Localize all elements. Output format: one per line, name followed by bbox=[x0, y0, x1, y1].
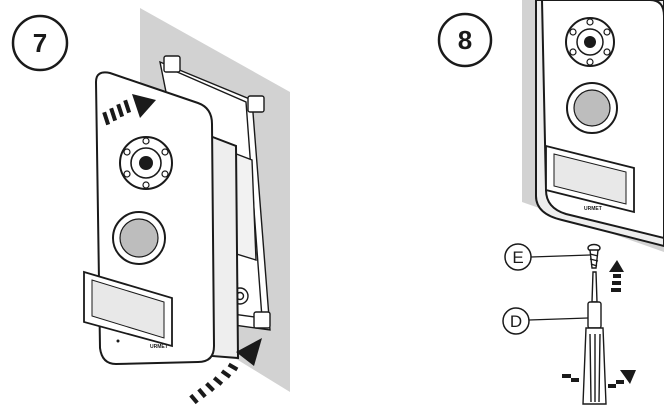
callout-d-label: D bbox=[510, 312, 522, 331]
entry-panel-closeup: URMET bbox=[535, 0, 664, 248]
entry-panel-front: URMET bbox=[83, 71, 240, 366]
step-7-panel: 7 bbox=[11, 8, 290, 405]
hook-arrow-icon bbox=[102, 94, 156, 126]
step-8-panel: 8 URMET bbox=[437, 0, 664, 405]
rotate-arrow-icon bbox=[189, 338, 262, 405]
step-8-number: 8 bbox=[458, 25, 472, 55]
screwdriver-icon bbox=[582, 271, 607, 405]
step-8-badge: 8 bbox=[437, 12, 493, 68]
callout-d: D bbox=[502, 307, 589, 335]
callout-e: E bbox=[504, 243, 591, 271]
screw-icon bbox=[587, 243, 601, 269]
brand-mark-8: URMET bbox=[584, 206, 602, 212]
step-7-number: 7 bbox=[33, 28, 47, 58]
brand-mark-7: URMET bbox=[150, 344, 168, 350]
insert-arrow-icon bbox=[609, 260, 624, 292]
step-7-badge: 7 bbox=[11, 14, 69, 72]
callout-e-label: E bbox=[512, 248, 523, 267]
turn-arrow-icon bbox=[562, 370, 636, 388]
